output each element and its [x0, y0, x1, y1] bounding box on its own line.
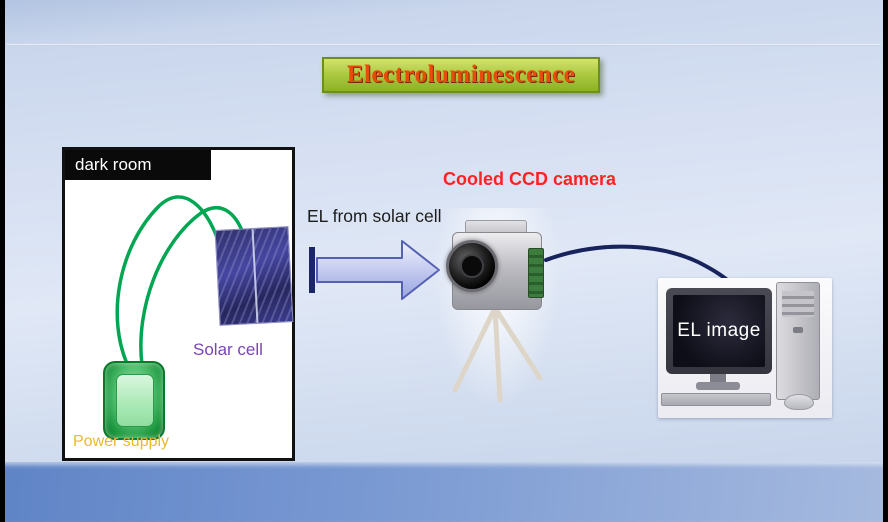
- power-supply-image: [103, 361, 165, 440]
- letterbox-left: [0, 0, 5, 522]
- el-from-solar-cell-label: EL from solar cell: [307, 206, 442, 226]
- monitor-neck: [710, 374, 726, 383]
- tripod-icon: [452, 305, 543, 403]
- green-wires: [115, 195, 246, 370]
- slide-title: Electroluminescence: [346, 61, 576, 88]
- monitor-icon: EL image: [666, 288, 772, 374]
- monitor-base: [696, 382, 740, 390]
- letterbox-right: [883, 0, 888, 522]
- mouse-icon: [784, 394, 814, 410]
- camera-lens: [446, 240, 498, 292]
- keyboard-icon: [661, 393, 771, 406]
- dark-room-box: dark room Solar cell Power supply: [62, 147, 295, 461]
- divider-line: [7, 44, 881, 46]
- el-image-label: EL image: [677, 320, 761, 341]
- ccd-camera-label: Cooled CCD camera: [443, 169, 617, 189]
- bottom-decoration-band: [0, 462, 888, 522]
- solar-cell-divider: [251, 228, 259, 323]
- ccd-camera-image: [432, 208, 562, 413]
- el-emission-bar: [309, 247, 315, 293]
- camera-circuit-board: [528, 248, 544, 298]
- power-supply-screen: [116, 374, 154, 427]
- dark-room-label-text: dark room: [75, 155, 152, 174]
- title-banner: Electroluminescence: [322, 57, 600, 93]
- solar-cell-label: Solar cell: [193, 340, 263, 359]
- dark-room-label: dark room: [65, 150, 211, 180]
- tower-icon: [776, 282, 820, 400]
- camera-lens-inner: [460, 254, 484, 278]
- computer-image: EL image: [658, 278, 832, 418]
- power-supply-label: Power supply: [73, 433, 170, 450]
- solar-cell-image: [214, 226, 294, 326]
- monitor-screen: EL image: [673, 295, 765, 367]
- tower-drive-bays: [782, 291, 814, 317]
- block-arrow-right-icon: [316, 240, 440, 300]
- tower-power-button: [793, 327, 803, 333]
